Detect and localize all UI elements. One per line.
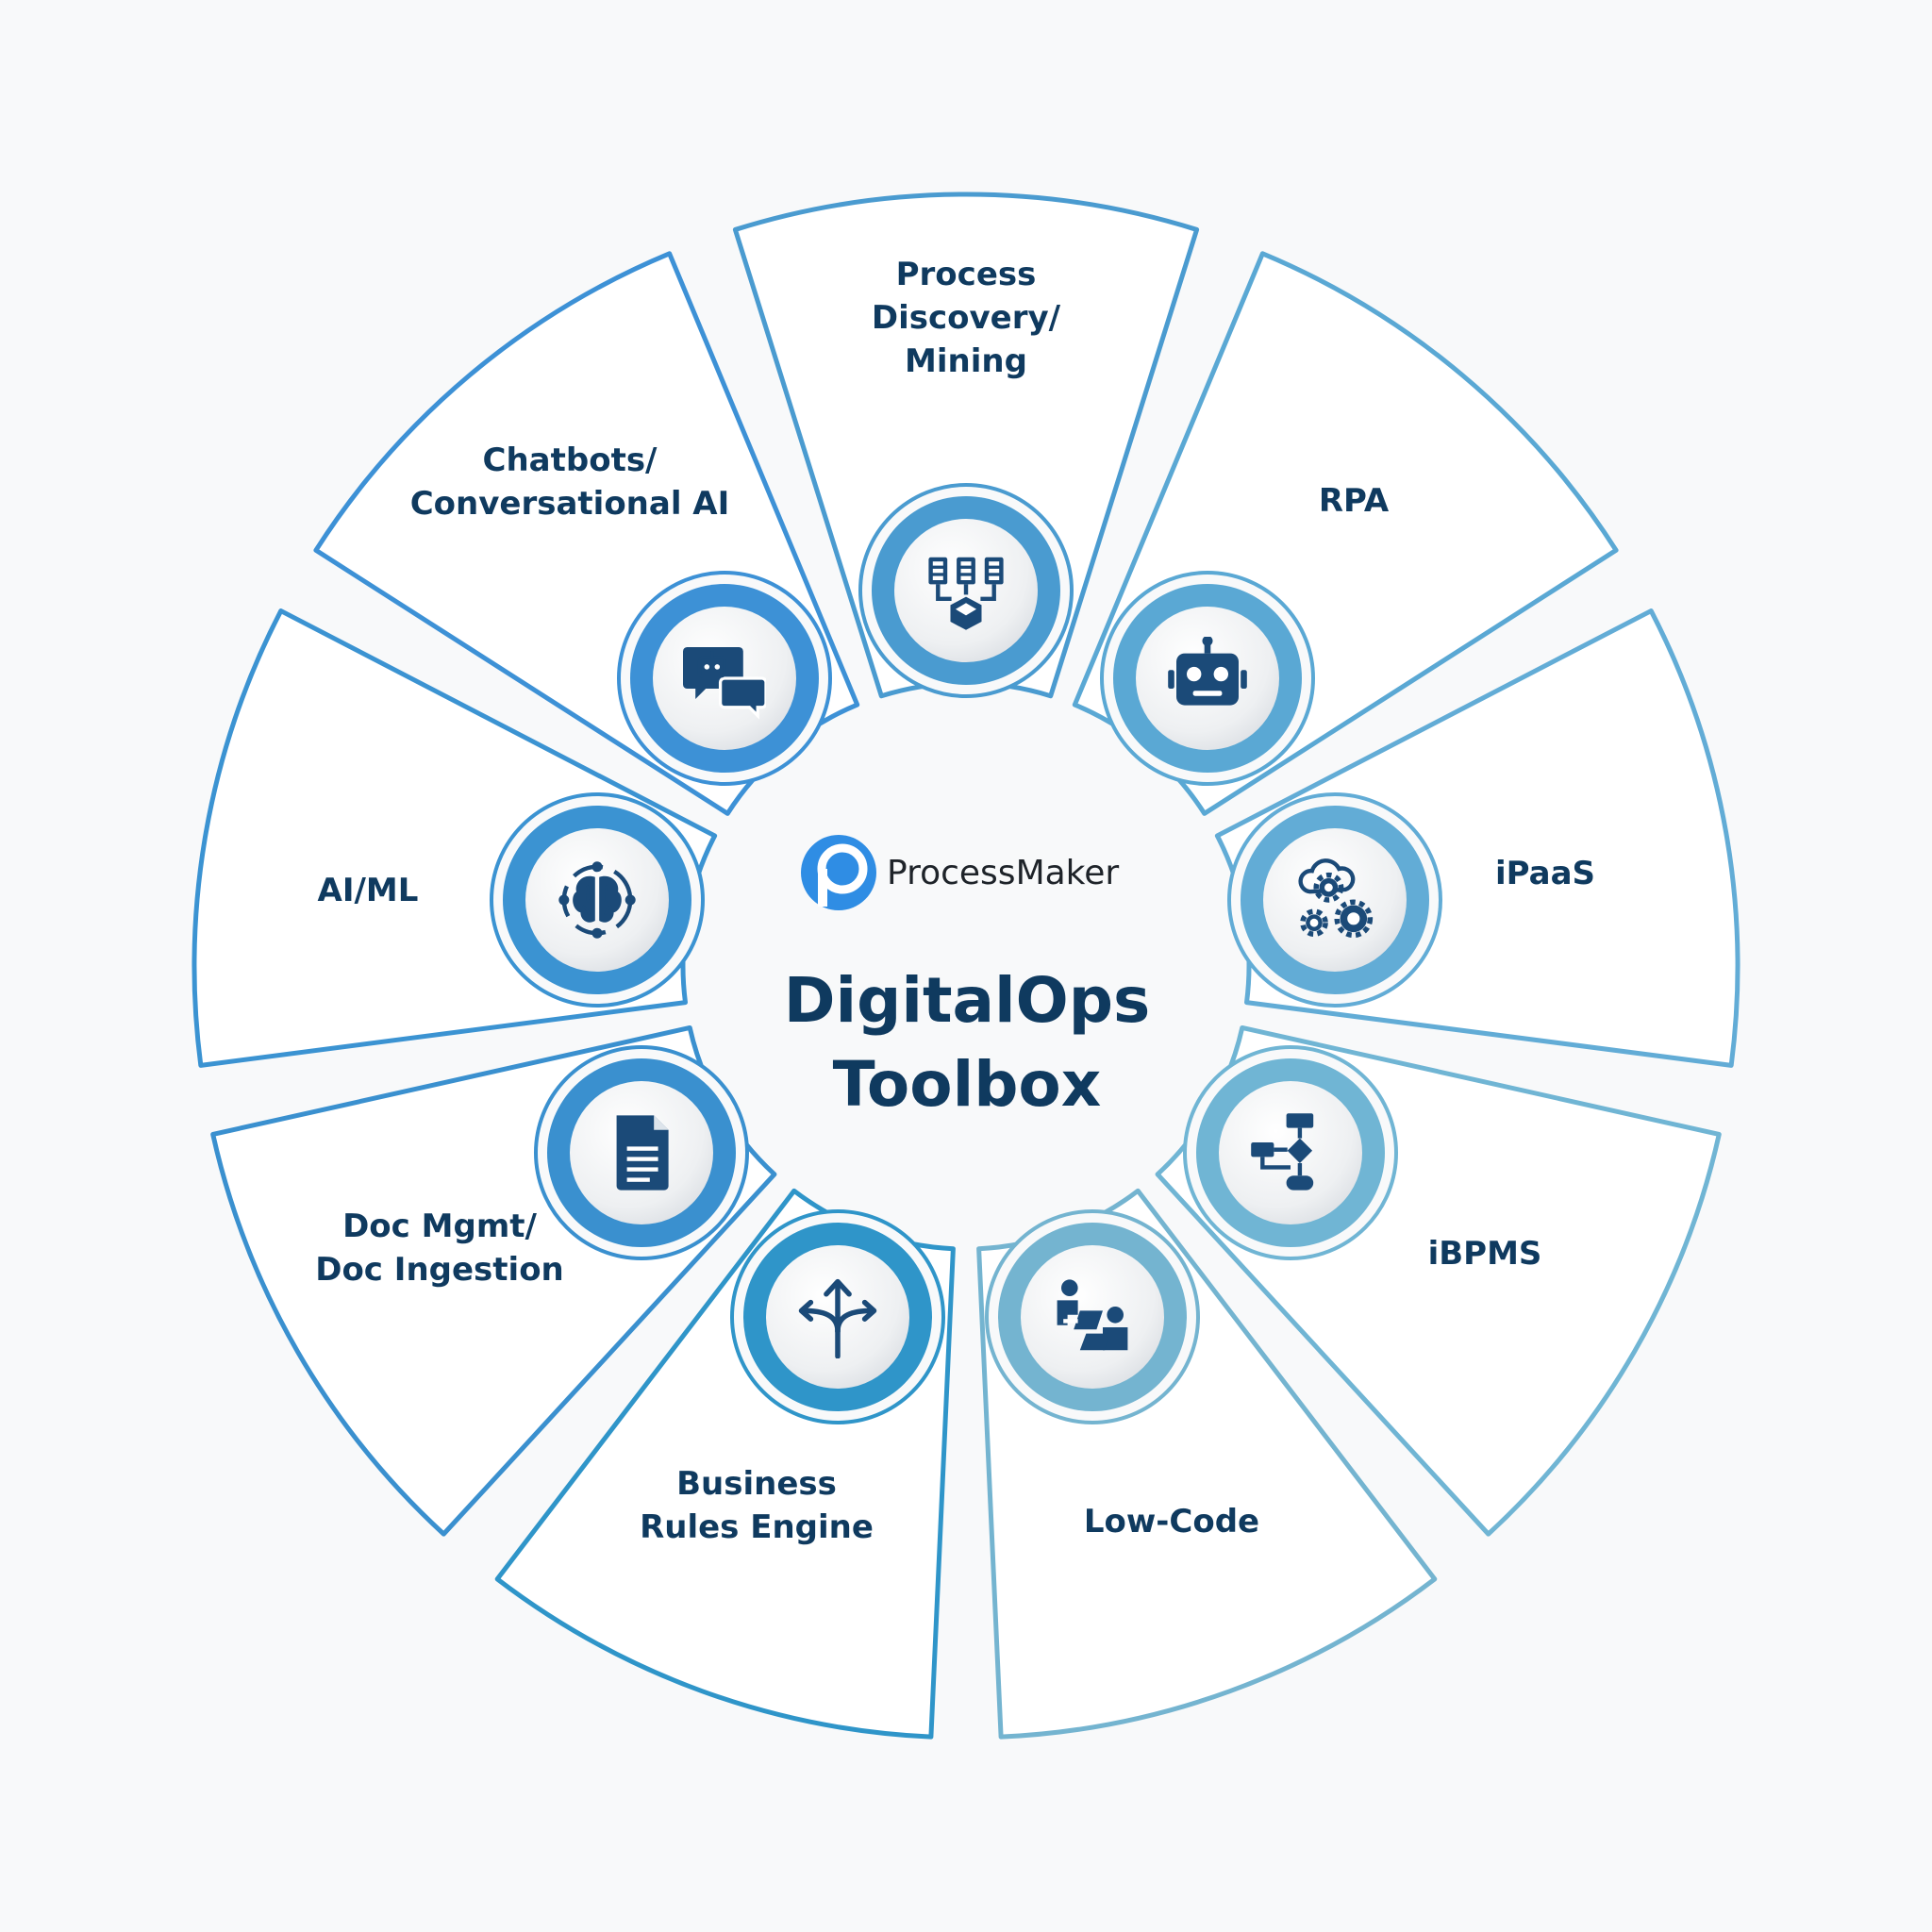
segment-label-line: Low-Code [1084, 1503, 1259, 1541]
segment-label-line: iPaaS [1495, 855, 1595, 892]
segment-label-line: Discovery/ [872, 299, 1061, 337]
segment-label-line: RPA [1319, 482, 1390, 520]
segment-label-line: Conversational AI [410, 485, 730, 523]
brand-name: ProcessMaker [887, 854, 1119, 892]
segment-ipaas: iPaaS [1214, 608, 1740, 1068]
segment-label: AI/ML [318, 872, 419, 909]
segment-label: iPaaS [1495, 855, 1595, 892]
segment-ibpms: iBPMS [1155, 1024, 1722, 1537]
segment-label-line: Doc Mgmt/ [342, 1208, 537, 1245]
logo-stem [818, 869, 827, 907]
segment-chatbots: Chatbots/Conversational AI [313, 251, 860, 816]
segment-label: iBPMS [1428, 1235, 1542, 1273]
title-line-1: DigitalOps [784, 964, 1151, 1037]
document-icon [616, 1115, 669, 1191]
segment-label: RPA [1319, 482, 1390, 520]
segment-label-line: AI/ML [318, 872, 419, 909]
segment-low-code: Low-Code [976, 1188, 1438, 1740]
segment-label: Chatbots/Conversational AI [410, 441, 730, 523]
brand-logo: ProcessMaker [801, 835, 1119, 910]
segment-label: Doc Mgmt/Doc Ingestion [315, 1208, 564, 1289]
icon-disc [525, 828, 669, 972]
segment-label-line: Business [676, 1465, 837, 1503]
segment-label-line: Process [896, 256, 1037, 293]
center-hub: ProcessMaker DigitalOps Toolbox [784, 835, 1151, 1121]
segment-rpa: RPA [1072, 251, 1619, 816]
segment-label-line: Rules Engine [640, 1508, 874, 1546]
segment-doc-mgmt: Doc Mgmt/Doc Ingestion [210, 1024, 777, 1537]
segment-label-line: iBPMS [1428, 1235, 1542, 1273]
segment-label-line: Mining [905, 342, 1027, 380]
title-line-2: Toolbox [833, 1048, 1102, 1121]
segment-label-line: Chatbots/ [483, 441, 658, 479]
segment-label: Low-Code [1084, 1503, 1259, 1541]
segment-ai-ml: AI/ML [192, 608, 718, 1068]
segment-label-line: Doc Ingestion [315, 1251, 564, 1289]
